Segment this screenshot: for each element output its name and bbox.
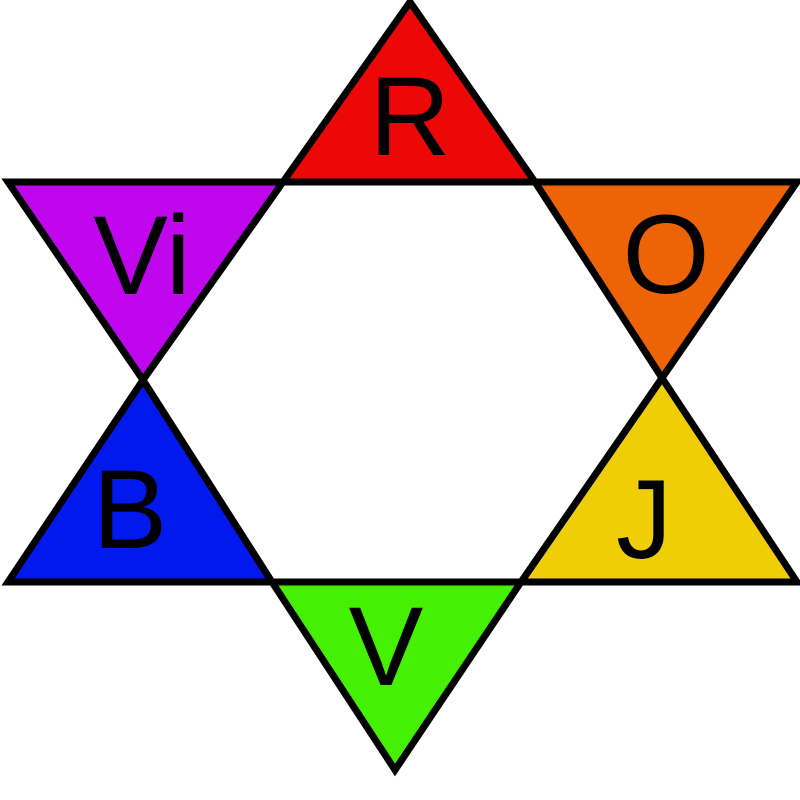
center-hexagon: [138, 178, 667, 586]
label-violet: Vi: [93, 193, 191, 318]
label-orange: O: [622, 192, 709, 317]
label-blue: B: [93, 447, 168, 572]
label-red: R: [370, 54, 451, 179]
label-yellow: J: [616, 457, 672, 582]
label-green: V: [349, 584, 424, 709]
